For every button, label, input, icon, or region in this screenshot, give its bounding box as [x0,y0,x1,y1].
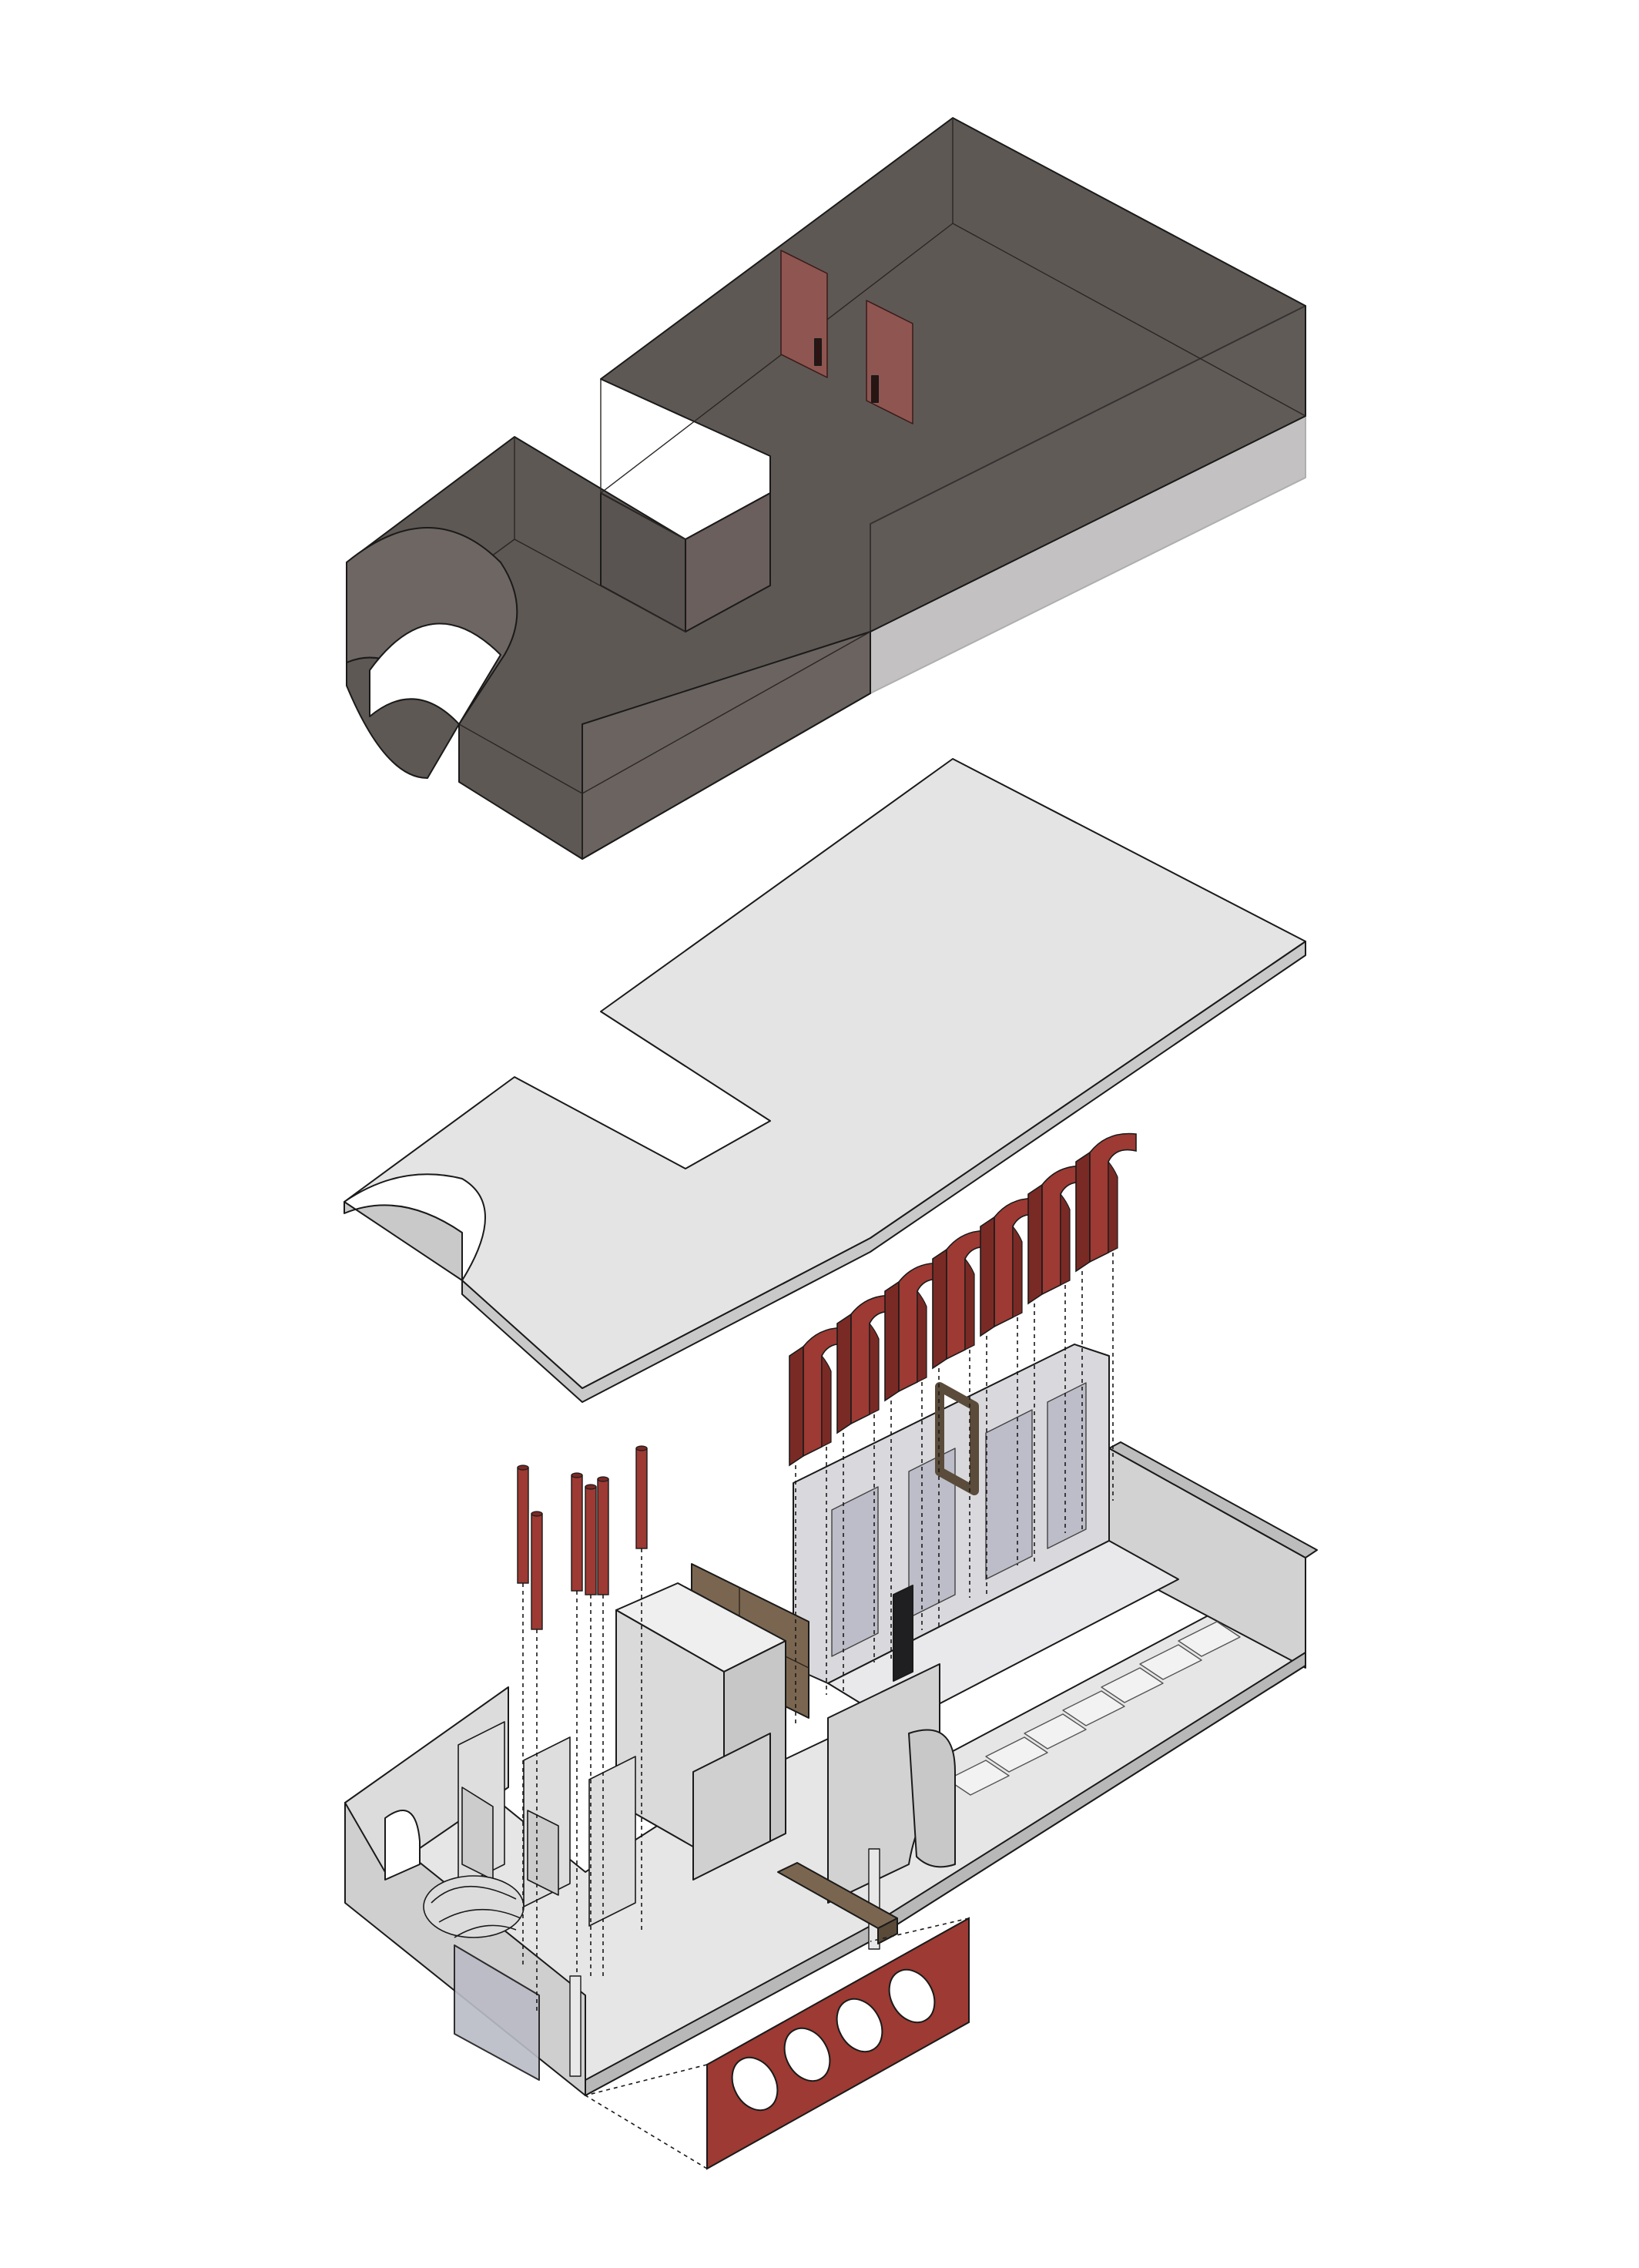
screen-portholes [731,1968,936,2112]
red-column [597,1476,609,1595]
roof-front-wall-2 [870,305,1306,632]
ceiling-baffle [932,1230,994,1370]
ceiling-baffles [789,1132,1137,1467]
roof-door-2-handle [871,375,879,403]
ground-floor-plan [344,1344,1318,2096]
porthole [888,1968,936,2024]
curved-wall-flare [908,1729,956,1868]
left-enclosure-arch [384,1810,421,1880]
screen-projection [585,2095,708,2169]
entrance-glass [454,1944,540,2081]
wall-rear-right-top [1108,1441,1318,1558]
red-column [517,1464,529,1584]
ceiling-slab [344,758,1306,1403]
porthole [731,2056,779,2112]
red-column [585,1484,597,1595]
porthole [836,1998,883,2053]
screen-projection [585,2064,708,2096]
ceiling-baffle [789,1327,850,1467]
roof-volume [346,117,1306,860]
wood-door-frame [935,1382,979,1495]
cubicles [458,1721,636,1927]
projection-lines [522,1253,1114,2169]
ceiling-baffle [836,1294,898,1434]
ceiling-baffle [980,1197,1041,1337]
floor-wood-beam-side [877,1917,898,1944]
red-columns [517,1445,648,1630]
ceiling-baffle [884,1262,946,1402]
spiral-stair [423,1875,525,1938]
red-column [571,1472,583,1592]
porthole-screen [706,1917,970,2170]
porthole [783,2027,831,2082]
red-column [531,1511,543,1630]
ceiling-baffle [1027,1165,1089,1305]
slab-top [344,758,1306,1389]
roof-arch-inner [369,622,501,725]
ceiling-baffle [1075,1132,1137,1273]
corner-block [692,1733,771,1880]
parking-stalls [947,1621,1241,1796]
screen-projection [870,1917,970,1942]
roof-door-1-handle [814,338,822,366]
red-column [635,1445,648,1549]
black-cabinet [893,1585,913,1682]
slab-edge [344,941,1306,1403]
